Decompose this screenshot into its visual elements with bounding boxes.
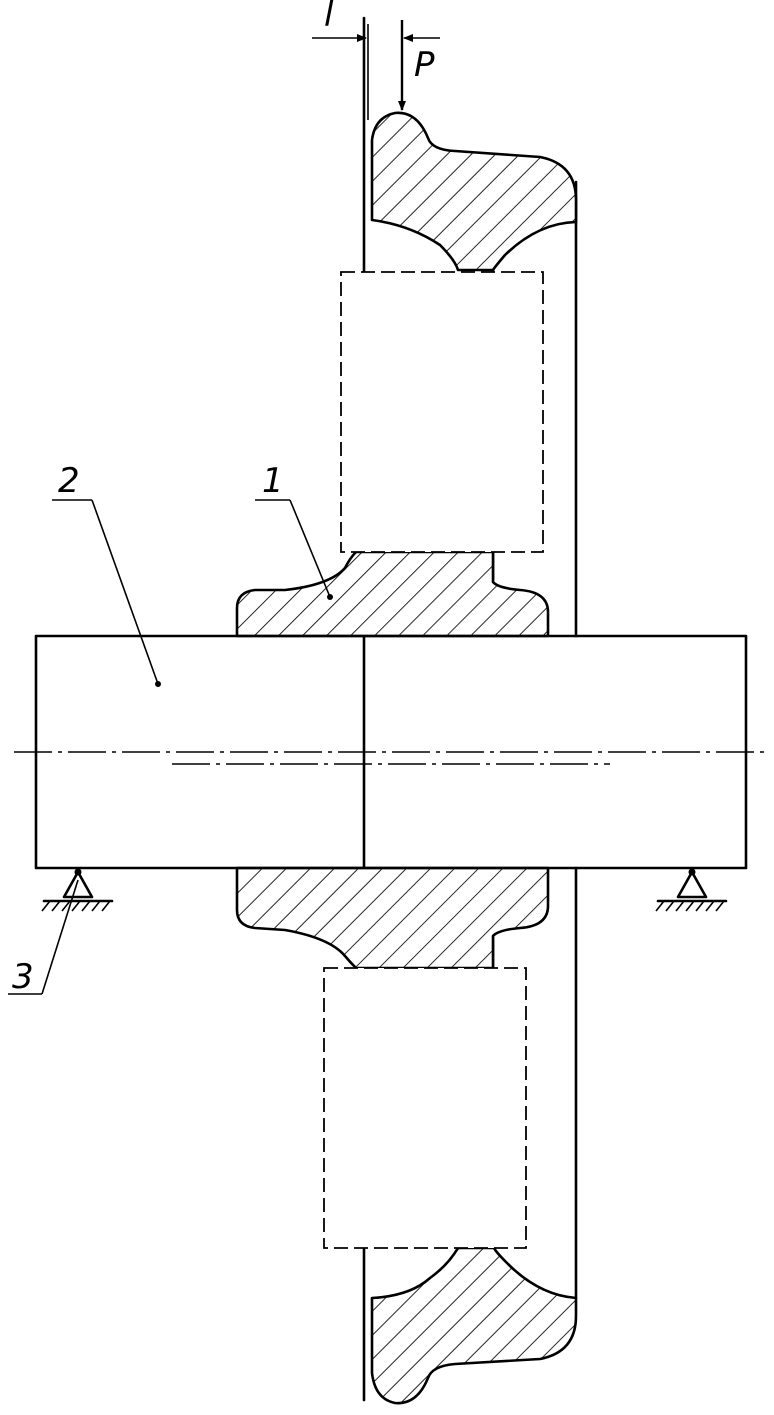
- label-support: 3: [12, 957, 34, 997]
- leader-axle: [52, 499, 161, 687]
- lower-hub-section: [235, 866, 550, 970]
- leader-wheel: [255, 499, 333, 600]
- support-right: [655, 868, 728, 912]
- label-offset: l: [324, 0, 334, 35]
- lower-hidden-outline: [323, 967, 527, 1249]
- label-axle: 2: [58, 461, 80, 501]
- upper-hidden-outline: [340, 271, 544, 553]
- upper-rim-section: [370, 111, 578, 272]
- support-left: [41, 868, 114, 912]
- center-lines: [14, 751, 768, 765]
- label-load: P: [414, 45, 435, 85]
- leader-support: [8, 879, 79, 995]
- label-wheel: 1: [262, 461, 284, 501]
- lower-rim-section: [370, 1246, 578, 1405]
- upper-hub-section: [235, 550, 550, 638]
- offset-dimension: [312, 24, 440, 120]
